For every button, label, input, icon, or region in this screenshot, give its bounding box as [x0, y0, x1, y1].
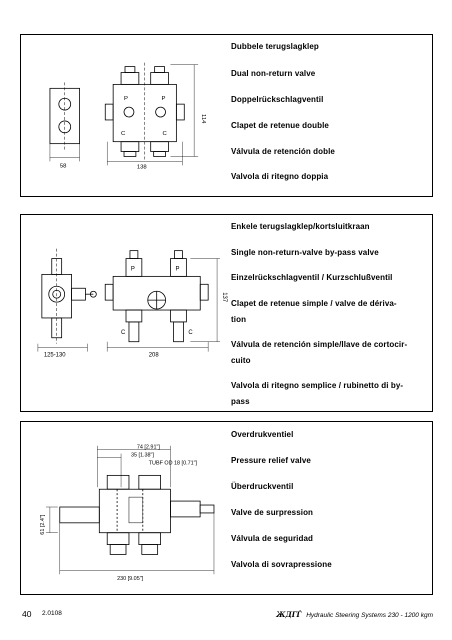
label-dutch: Overdrukventiel [231, 430, 294, 439]
label-german: Einzelrückschlagventil / Kurzschlußventi… [231, 273, 393, 282]
label-italian-line1: Valvola di ritegno semplice / rubinetto … [231, 381, 404, 390]
label-italian-line2: pass [231, 397, 250, 406]
label-dutch: Enkele terugslagklep/kortsluitkraan [231, 222, 370, 231]
port-p2-label: P [162, 96, 166, 102]
dimension-width-main: 208 [149, 353, 160, 359]
dimension-74: 74 [2.91"] [137, 445, 161, 451]
label-french-line1: Clapet de retenue simple / valve de déri… [231, 299, 397, 308]
label-english: Pressure relief valve [231, 456, 311, 465]
label-french: Valve de surpression [231, 508, 314, 517]
single-non-return-bypass-valve-drawing: P P C C 125-130 208 137 [37, 248, 227, 359]
dimension-height: 137 [221, 292, 227, 302]
label-spanish-line2: cuito [231, 356, 251, 365]
port-c1-label: C [121, 131, 126, 137]
label-dutch: Dubbele terugslagklep [231, 42, 319, 51]
port-p1-label: P [131, 266, 135, 272]
label-spanish-line1: Válvula de retención simple/llave de cor… [231, 340, 408, 349]
label-english: Single non-return-valve by-pass valve [231, 248, 379, 257]
port-c2-label: C [163, 131, 168, 137]
label-italian: Valvola di ritegno doppia [231, 172, 329, 181]
label-german: Doppelrückschlagventil [231, 95, 324, 104]
port-c2-label: C [188, 330, 193, 336]
dimension-height: 114 [200, 114, 206, 124]
port-c1-label: C [121, 330, 126, 336]
dimension-width-small: 125-130 [44, 353, 66, 359]
label-spanish: Válvula de seguridad [231, 534, 314, 543]
panel-single-non-return-bypass-valve: P P C C 125-130 208 137 Enkele terugslag… [20, 214, 433, 412]
pressure-relief-valve-drawing: 74 [2.91"] 35 [1.38"] TUBF OD 18 [0.71"]… [40, 445, 215, 582]
page-footer: 40 2.0108 ЖДГЃ Hydraulic Steering System… [22, 609, 433, 623]
panel-pressure-relief-valve: 74 [2.91"] 35 [1.38"] TUBF OD 18 [0.71"]… [20, 421, 433, 595]
dimension-width-main: 138 [137, 164, 148, 170]
dual-non-return-valve-drawing: P P C C 58 138 114 [49, 62, 206, 170]
label-french-line2: tion [231, 315, 247, 324]
label-italian: Valvola di sovrapressione [231, 560, 332, 569]
dimension-width-small: 58 [60, 163, 67, 169]
label-german: Überdruckventil [231, 482, 294, 491]
footer-title: Hydraulic Steering Systems 230 - 1200 kg… [306, 612, 433, 619]
dimension-35: 35 [1.38"] [131, 453, 155, 459]
document-code: 2.0108 [42, 610, 62, 617]
footer-title-group: ЖДГЃ Hydraulic Steering Systems 230 - 12… [276, 610, 433, 619]
label-french: Clapet de retenue double [231, 121, 329, 130]
brand-logo: ЖДГЃ [276, 610, 302, 619]
port-p1-label: P [124, 96, 128, 102]
dimension-thread: TUBF OD 18 [0.71"] [149, 461, 198, 467]
label-spanish: Válvula de retención doble [231, 147, 335, 156]
dimension-width: 230 [9.05"] [117, 576, 144, 582]
page-number: 40 [22, 609, 32, 619]
port-p2-label: P [175, 266, 179, 272]
panel-dual-non-return-valve: P P C C 58 138 114 Dubbele terugslagklep… [20, 34, 433, 197]
label-english: Dual non-return valve [231, 69, 316, 78]
dimension-height: 61 [2.4"] [40, 514, 46, 535]
